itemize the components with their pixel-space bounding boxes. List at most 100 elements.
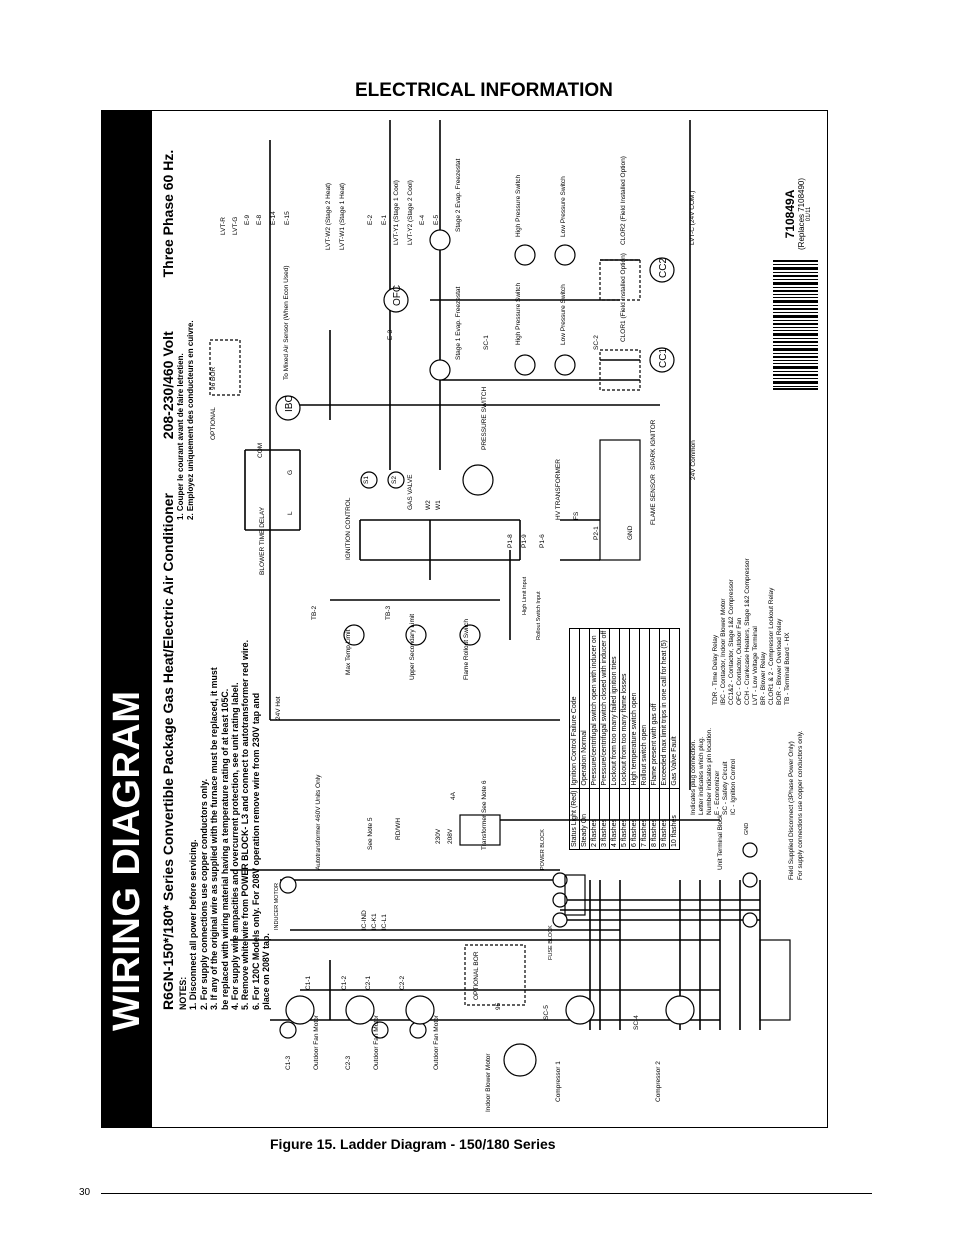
e1-label: E-1 bbox=[381, 215, 388, 226]
symbol-line-3: Number indicates pin location. bbox=[706, 727, 713, 815]
e9-label: E-9 bbox=[244, 215, 251, 226]
section-title: ELECTRICAL INFORMATION bbox=[355, 80, 613, 101]
pressure-switch-label: PRESSURE SWITCH bbox=[481, 386, 488, 450]
cc2-label: CC2 bbox=[658, 258, 669, 278]
ofc-label: OFC bbox=[392, 285, 403, 306]
fs-label: FS bbox=[573, 511, 580, 520]
p1-8-label: P1-8 bbox=[507, 534, 514, 548]
failure-code-table: Status Light (Red) Ignition Control Fail… bbox=[569, 628, 680, 850]
abbr-6: LVT - Low Voltage Terminal bbox=[752, 626, 759, 705]
abbr-5: CCH - Crankcase Heaters, Stage 1&2 Compr… bbox=[744, 558, 751, 705]
optional-label: OPTIONAL bbox=[210, 407, 217, 440]
blower-time-delay-label: BLOWER TIME DELAY bbox=[259, 506, 266, 575]
outdoor-fan-motor-1: Outdoor Fan Motor bbox=[313, 1014, 320, 1070]
w2-label: W2 bbox=[425, 500, 432, 510]
table-cell: Operation Normal bbox=[579, 628, 590, 789]
clor1-label: CLOR1 (Field Installed Option) bbox=[620, 253, 627, 342]
sc2-label: SC-2 bbox=[593, 335, 600, 350]
l-terminal-label: L bbox=[287, 511, 294, 515]
max-temp-limit-label: Max Temp Limit bbox=[345, 629, 352, 675]
document-number-block: 710849A (Replaces 7108490) 01/11 bbox=[783, 178, 812, 250]
gnd-label: GND bbox=[744, 823, 750, 835]
high-pressure-switch-2-label: High Pressure Switch bbox=[515, 174, 522, 237]
table-cell: 3 flashes bbox=[599, 788, 610, 850]
symbol-line-6: IC - Ignition Control bbox=[730, 759, 737, 815]
mixed-air-sensor-label: To Mixed Air Sensor (When Econ Used) bbox=[283, 265, 290, 380]
compressor-1-label: Compressor 1 bbox=[555, 1061, 562, 1102]
abbr-9: BOR - Blower Overload Relay bbox=[776, 618, 783, 705]
high-pressure-switch-1-label: High Pressure Switch bbox=[515, 282, 522, 345]
power-block-label: POWER BLOCK bbox=[540, 829, 546, 870]
copper-note-label: For supply connections use copper conduc… bbox=[797, 730, 804, 880]
ic-l1-label: IC-L1 bbox=[381, 914, 388, 930]
low-pressure-switch-2-label: Low Pressure Switch bbox=[560, 176, 567, 237]
table-cell: 10 flashes bbox=[669, 788, 680, 850]
upper-secondary-limit-label: Upper Secondary Limit bbox=[409, 614, 416, 680]
high-limit-input-label: High Limit Input bbox=[522, 576, 528, 615]
symbol-line-2: Letter indicates which plug. bbox=[698, 736, 705, 815]
hot-24v-label: 24V Hot bbox=[275, 696, 282, 720]
title-bar: WIRING DIAGRAM bbox=[102, 111, 152, 1127]
e15-label: E-15 bbox=[284, 211, 291, 225]
optional-bor-label: OPTIONAL BOR bbox=[473, 951, 480, 1000]
v208-label: 208V bbox=[447, 828, 454, 844]
sc4-label: SC-4 bbox=[633, 1015, 640, 1030]
gas-valve-label: GAS VALVE bbox=[407, 474, 414, 510]
c1-1-label: C1-1 bbox=[305, 976, 312, 990]
c2-3-label: C2-3 bbox=[345, 1056, 352, 1070]
inducer-motor-label: INDUCER MOTOR bbox=[274, 883, 280, 930]
compressor-2-label: Compressor 2 bbox=[655, 1061, 662, 1102]
abbreviation-legend: TDR - Time Delay Relay IBC - Contactor, … bbox=[712, 558, 792, 705]
table-cell: High temperature switch open bbox=[629, 628, 640, 789]
footer-rule bbox=[101, 1193, 872, 1194]
symbol-line-5: SC - Safety Circuit bbox=[722, 761, 729, 815]
e5-label: E-5 bbox=[433, 215, 440, 226]
abbr-3: CC1&2 - Contactor, Stage 1&2 Compressor bbox=[728, 579, 735, 705]
common-24v-label: 24V Common bbox=[690, 440, 697, 480]
p2-1-label: P2-1 bbox=[593, 526, 600, 540]
field-disconnect-label: Field Supplied Disconnect (3Phase Power … bbox=[788, 741, 795, 880]
abbr-8: CLOR1 & 2 - Compressor Lockout Relay bbox=[768, 587, 775, 705]
doc-number: 710849A bbox=[783, 189, 797, 239]
barcode-image bbox=[773, 260, 818, 390]
gnd-ignition-label: GND bbox=[627, 525, 634, 540]
symbol-legend: Indicates plug connection. Letter indica… bbox=[690, 728, 738, 815]
wiring-diagram-frame: WIRING DIAGRAM bbox=[101, 110, 828, 1128]
e3-label: E-3 bbox=[387, 330, 394, 341]
abbr-4: OFC - Contactor, Outdoor Fan bbox=[736, 617, 743, 705]
com-label: COM bbox=[257, 443, 264, 458]
c1-3-label: C1-3 bbox=[285, 1056, 292, 1070]
unit-terminal-block-label: Unit Terminal Block bbox=[717, 814, 724, 870]
table-cell: 5 flashes bbox=[619, 788, 630, 850]
stage2-freezestat-label: Stage 2 Evap. Freezestat bbox=[455, 158, 462, 232]
doc-replaces: (Replaces 7108490) bbox=[797, 177, 806, 250]
clor2-label: CLOR2 (Field Installed Option) bbox=[620, 156, 627, 245]
tb2-label: TB-2 bbox=[311, 606, 318, 620]
sc5-label: SC-5 bbox=[543, 1005, 550, 1020]
table-cell: 4 flashes bbox=[609, 788, 620, 850]
lvt-y2-label: LVT-Y2 (Stage 2 Cool) bbox=[407, 180, 414, 245]
table-cell: Flame present with gas off bbox=[649, 628, 660, 789]
table-cell: Gas Valve Fault bbox=[669, 628, 680, 789]
doc-date: 01/11 bbox=[806, 206, 812, 222]
table-cell: 2 flashes bbox=[589, 788, 600, 850]
spark-ignitor-label: SPARK IGNITOR bbox=[650, 419, 657, 470]
fuse-4a-label: 4A bbox=[450, 791, 457, 800]
hv-transformer-label: HV TRANSFORMER bbox=[555, 459, 562, 520]
ic-ind-label: IC-IND bbox=[361, 910, 368, 930]
low-pressure-switch-1-label: Low Pressure Switch bbox=[560, 284, 567, 345]
table-cell: Steady On bbox=[579, 788, 590, 850]
cc1-label: CC1 bbox=[658, 348, 669, 368]
table-cell: Rollout switch open bbox=[639, 628, 650, 789]
c2-1-label: C2-1 bbox=[365, 976, 372, 990]
ignition-control-label: IGNITION CONTROL bbox=[345, 497, 352, 560]
table-cell: 6 flashes bbox=[629, 788, 640, 850]
table-cell: Pressure/centrifugal switch open with in… bbox=[589, 628, 600, 789]
